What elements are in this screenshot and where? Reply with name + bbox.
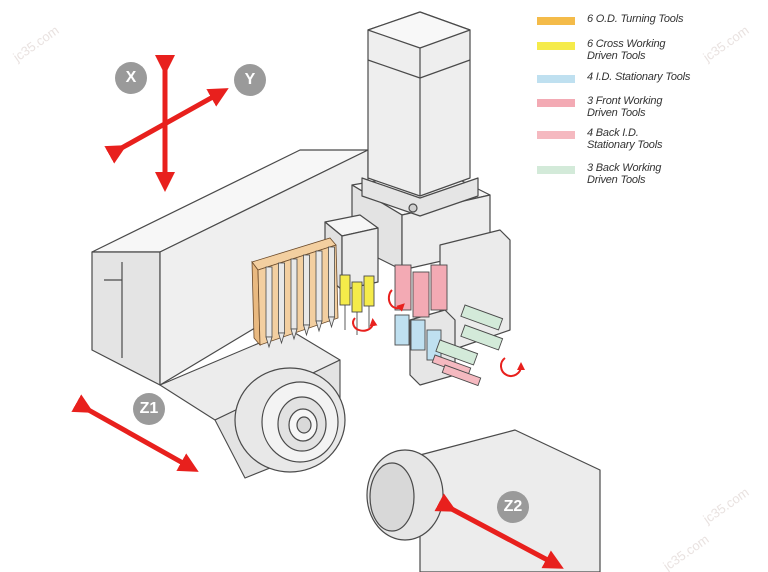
legend-swatch	[537, 42, 575, 50]
rotation-arrow-icon	[352, 289, 525, 377]
legend-label: Driven Tools	[587, 50, 646, 62]
legend-swatch	[537, 131, 575, 139]
legend-label: Driven Tools	[587, 107, 646, 119]
od-tool-insert	[278, 262, 285, 334]
z2-axis-label: Z2	[497, 491, 529, 523]
legend-item-od-turning: 6 O.D. Turning Tools	[537, 13, 683, 25]
x-axis-label: X	[115, 62, 147, 94]
legend-swatch	[537, 99, 575, 107]
legend-label: 6 O.D. Turning Tools	[587, 13, 684, 25]
legend-label: 4 Back I.D.	[587, 127, 639, 139]
legend-swatch	[537, 166, 575, 174]
od-tool-tip	[265, 336, 273, 349]
od-tool-insert	[290, 258, 298, 330]
back-id-tools	[431, 354, 482, 387]
main-spindle	[234, 367, 346, 473]
od-tool-tip	[302, 324, 311, 337]
front-driven-tools	[394, 264, 448, 318]
od-tool-tip	[290, 328, 298, 341]
legend-label: 3 Back Working	[587, 162, 662, 174]
legend-label: 4 I.D. Stationary Tools	[587, 71, 691, 83]
od-tool-tip	[327, 316, 336, 329]
od-tool-insert	[265, 266, 273, 338]
legend-label: 6 Cross Working	[587, 38, 666, 50]
legend-swatch	[537, 75, 575, 83]
legend-swatch	[537, 17, 575, 25]
cross-driven-tools	[339, 274, 375, 335]
od-tool-inserts	[265, 246, 336, 349]
sub-spindle	[366, 429, 601, 572]
od-tool-tip	[315, 320, 323, 333]
motor	[361, 11, 479, 217]
id-stationary-tools	[394, 314, 442, 361]
od-tool-insert	[315, 250, 323, 322]
back-driven-tools	[435, 304, 504, 366]
legend-label: 3 Front Working	[587, 95, 663, 107]
legend-label: Driven Tools	[587, 174, 646, 186]
y-axis-label: Y	[234, 64, 266, 96]
legend-label: Stationary Tools	[587, 139, 663, 151]
od-tool-insert	[328, 246, 335, 318]
od-tool-insert	[303, 254, 310, 326]
legend-item-back-id: 4 Back I.D.Stationary Tools	[537, 127, 662, 151]
od-tool-tip	[277, 332, 286, 345]
legend-item-id-stationary: 4 I.D. Stationary Tools	[537, 71, 690, 83]
z1-axis-label: Z1	[133, 393, 165, 425]
axis-arrow-icon	[71, 55, 564, 569]
